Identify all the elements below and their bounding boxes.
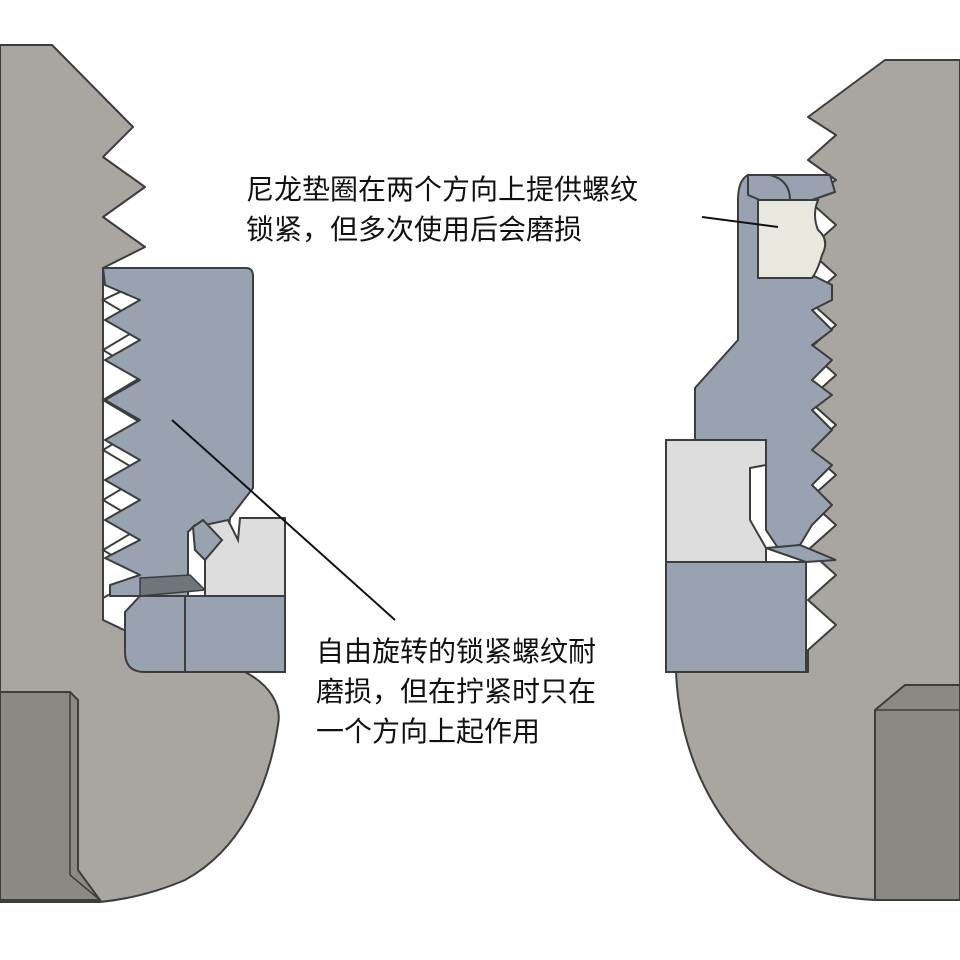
leader-line-free-spinning [171, 419, 396, 621]
callout-free-spinning-thread: 自由旋转的锁紧螺纹耐 磨损，但在拧紧时只在 一个方向上起作用 [316, 635, 597, 748]
right-nut-block [665, 561, 807, 673]
right-assembly [665, 59, 960, 901]
left-locking-ring [204, 517, 286, 597]
right-bottom-insert [874, 684, 960, 901]
left-assembly [0, 44, 286, 903]
left-insert-edge [69, 692, 101, 901]
right-locking-ring [665, 439, 767, 563]
right-nut-thread [765, 543, 837, 564]
callout-nylon-washer: 尼龙垫圈在两个方向上提供螺纹 锁紧，但多次使用后会磨损 [246, 173, 639, 246]
leader-line-nylon-washer [701, 216, 779, 228]
left-nut-block [184, 595, 286, 673]
left-dark-seat [139, 574, 207, 597]
left-locking-lip [191, 518, 224, 562]
left-fitting-body [102, 267, 254, 673]
right-nylon-washer [757, 199, 827, 279]
